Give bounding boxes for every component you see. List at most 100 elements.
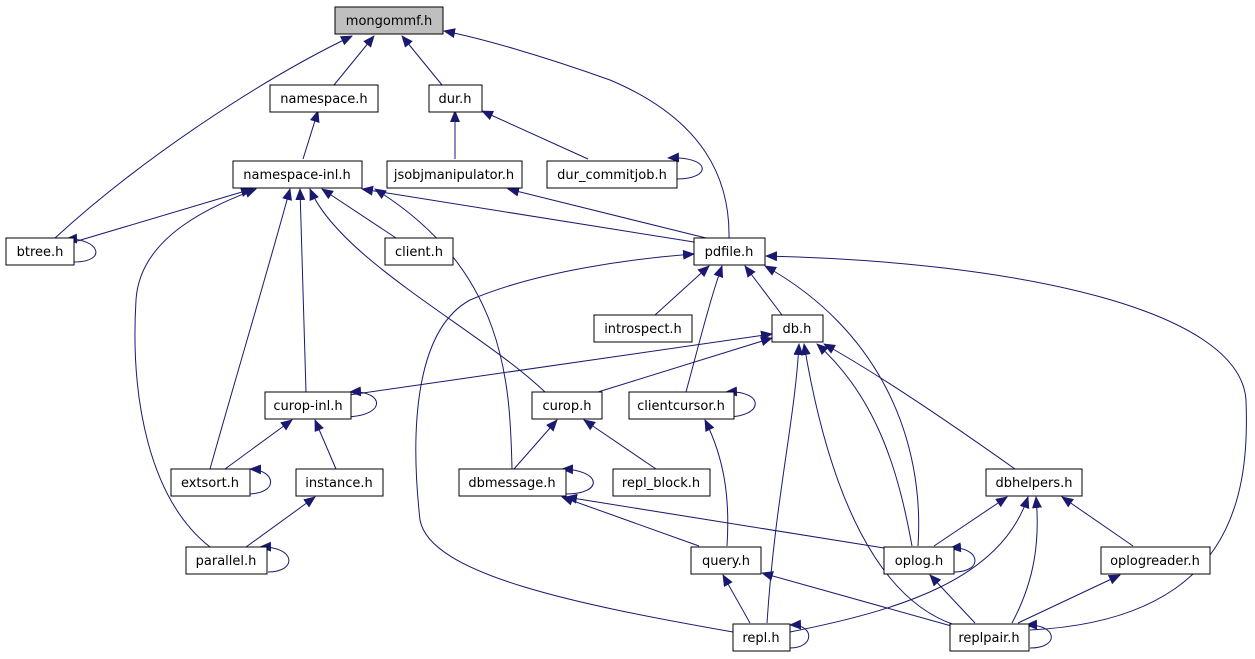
node-label-oplogreader: oplogreader.h: [1110, 554, 1200, 569]
node-label-mongommf: mongommf.h: [346, 14, 432, 29]
edge-extsort-self: [246, 464, 272, 495]
node-namespace[interactable]: namespace.h: [269, 84, 379, 113]
node-label-dur: dur.h: [438, 92, 471, 107]
node-label-repl: repl.h: [742, 631, 779, 646]
edge-replpair-to-query: [761, 571, 956, 628]
node-client[interactable]: client.h: [384, 237, 454, 266]
edge-replpair-self: [1025, 619, 1052, 649]
node-dur[interactable]: dur.h: [428, 84, 483, 113]
edge-parallel-self: [259, 541, 290, 573]
edge-replpair-to-oplogreader: [1017, 574, 1121, 624]
node-pdfile[interactable]: pdfile.h: [693, 237, 766, 266]
edge-dbhelpers-to-db: [823, 343, 1016, 470]
edges-layer: [54, 28, 1247, 649]
node-curop-inl[interactable]: curop-inl.h: [264, 391, 352, 420]
node-oplog[interactable]: oplog.h: [883, 546, 955, 575]
edge-pdfile-to-namespace-inl: [361, 185, 695, 243]
nodes-layer: mongommf.h namespace.h dur.h namespace-i…: [5, 6, 1211, 652]
node-label-namespace: namespace.h: [280, 92, 367, 107]
edge-oplog-self: [949, 542, 976, 573]
node-db[interactable]: db.h: [771, 314, 824, 343]
node-label-instance: instance.h: [305, 476, 372, 491]
edge-oplogreader-to-dbhelpers: [1061, 496, 1134, 547]
edge-oplog-to-db: [816, 343, 913, 547]
node-label-curop-inl: curop-inl.h: [273, 399, 342, 414]
edge-clientcursor-to-pdfile: [685, 265, 724, 393]
edge-curop-inl-self: [342, 386, 377, 418]
node-repl[interactable]: repl.h: [732, 623, 791, 652]
node-label-dur-commitjob: dur_commitjob.h: [557, 168, 667, 183]
edge-repl-self: [789, 619, 810, 649]
node-label-parallel: parallel.h: [196, 554, 257, 569]
edge-btree-to-mongommf: [54, 35, 353, 239]
edge-pdfile-to-jsobjmanipulator: [507, 186, 707, 239]
edge-repl-to-db: [766, 343, 804, 624]
edge-dbmessage-to-namespace-inl: [374, 188, 513, 470]
edge-dbmessage-to-curop: [513, 419, 558, 470]
edge-namespace-inl-to-namespace: [302, 110, 320, 160]
edge-query-to-clientcursor: [704, 419, 729, 547]
node-extsort[interactable]: extsort.h: [170, 468, 251, 497]
node-label-namespace-inl: namespace-inl.h: [243, 168, 351, 183]
edge-db-to-pdfile: [744, 265, 783, 316]
node-dur-commitjob[interactable]: dur_commitjob.h: [546, 160, 678, 189]
node-label-curop: curop.h: [542, 399, 591, 414]
edge-introspect-to-pdfile: [654, 265, 710, 316]
edge-dbmessage-self: [561, 464, 594, 495]
node-label-db: db.h: [783, 322, 812, 337]
node-namespace-inl[interactable]: namespace-inl.h: [232, 160, 363, 189]
node-curop[interactable]: curop.h: [531, 391, 603, 420]
node-label-replpair: replpair.h: [958, 631, 1019, 646]
edge-repl-to-query: [722, 574, 751, 624]
node-introspect[interactable]: introspect.h: [593, 314, 693, 343]
edge-instance-to-curop-inl: [314, 419, 337, 470]
node-btree[interactable]: btree.h: [5, 237, 75, 266]
edge-parallel-to-namespace-inl: [134, 188, 257, 548]
node-label-oplog: oplog.h: [895, 554, 943, 569]
node-label-dbmessage: dbmessage.h: [468, 476, 555, 491]
edge-btree-to-namespace-inl: [73, 187, 253, 243]
edge-parallel-to-instance: [245, 496, 316, 548]
node-dbhelpers[interactable]: dbhelpers.h: [985, 468, 1083, 497]
edge-oplog-to-dbmessage: [565, 493, 885, 549]
edge-repl-to-dbhelpers: [789, 496, 1030, 633]
node-instance[interactable]: instance.h: [295, 468, 384, 497]
node-jsobjmanipulator[interactable]: jsobjmanipulator.h: [386, 160, 523, 189]
node-mongommf[interactable]: mongommf.h: [334, 6, 444, 35]
edge-pdfile-to-mongommf: [443, 28, 730, 239]
node-replpair[interactable]: replpair.h: [949, 623, 1030, 652]
edge-replpair-to-dbhelpers: [1011, 496, 1042, 624]
node-label-btree: btree.h: [17, 245, 64, 260]
edge-dur-to-mongommf: [401, 35, 443, 86]
node-query[interactable]: query.h: [690, 546, 762, 575]
edge-replpair-to-oplog: [929, 574, 976, 624]
node-label-clientcursor: clientcursor.h: [637, 399, 725, 414]
edge-curop-inl-to-db: [341, 330, 773, 397]
edge-client-to-namespace-inl: [321, 188, 397, 239]
edge-oplog-to-pdfile: [764, 265, 920, 547]
edge-replpair-to-pdfile: [765, 251, 1247, 631]
edge-extsort-to-namespace-inl: [209, 188, 292, 470]
node-label-repl-block: repl_block.h: [622, 476, 700, 491]
node-dbmessage[interactable]: dbmessage.h: [458, 468, 567, 497]
edge-curop-to-namespace-inl: [309, 188, 546, 393]
node-label-query: query.h: [702, 554, 750, 569]
edge-curop-to-db: [597, 336, 773, 393]
node-label-dbhelpers: dbhelpers.h: [995, 476, 1072, 491]
edge-replpair-to-db: [800, 343, 956, 626]
edge-namespace-to-mongommf: [333, 35, 375, 86]
edge-dur-commitjob-self: [667, 152, 703, 180]
node-label-extsort: extsort.h: [181, 476, 239, 491]
node-clientcursor[interactable]: clientcursor.h: [628, 391, 735, 420]
node-oplogreader[interactable]: oplogreader.h: [1100, 546, 1211, 575]
edge-repl-to-pdfile: [415, 249, 734, 633]
node-label-jsobjmanipulator: jsobjmanipulator.h: [393, 168, 514, 183]
node-parallel[interactable]: parallel.h: [185, 546, 268, 575]
edge-repl-block-to-curop: [583, 419, 657, 470]
edge-curop-inl-to-namespace-inl: [295, 188, 307, 393]
edge-oplog-to-dbhelpers: [933, 496, 1008, 547]
node-repl-block[interactable]: repl_block.h: [612, 468, 711, 497]
edge-query-to-dbmessage: [561, 495, 700, 547]
edge-extsort-to-curop-inl: [224, 419, 293, 470]
